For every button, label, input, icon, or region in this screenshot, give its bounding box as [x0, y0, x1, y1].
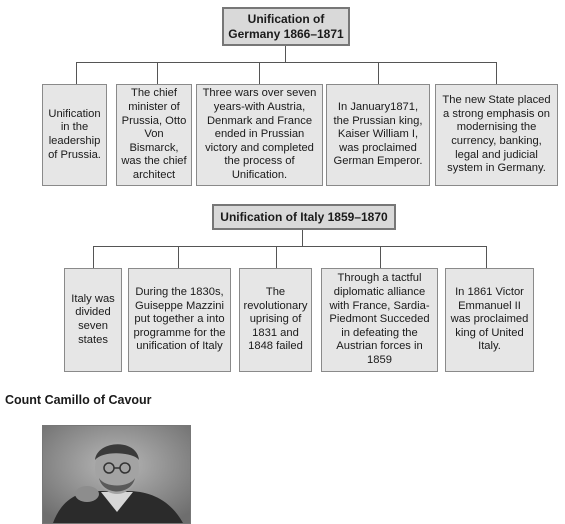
germany-title: Unification of Germany 1866–1871 — [222, 7, 350, 46]
connector-line — [93, 246, 94, 268]
germany-box-4: In January1871, the Prussian king, Kaise… — [326, 84, 430, 186]
connector-line — [486, 246, 487, 268]
italy-box-2: During the 1830s, Guiseppe Mazzini put t… — [128, 268, 231, 372]
italy-box-3: The revolutionary uprising of 1831 and 1… — [239, 268, 312, 372]
connector-line — [259, 62, 260, 84]
germany-box-2: The chief minister of Prussia, Otto Von … — [116, 84, 192, 186]
italy-box-5: In 1861 Victor Emmanuel II was proclaime… — [445, 268, 534, 372]
germany-box-1: Unification in the leadership of Prussia… — [42, 84, 107, 186]
connector-line — [93, 246, 486, 247]
connector-line — [380, 246, 381, 268]
connector-line — [496, 62, 497, 84]
germany-box-5: The new State placed a strong emphasis o… — [435, 84, 558, 186]
portrait-caption: Count Camillo of Cavour — [5, 393, 152, 407]
italy-box-1: Italy was divided seven states — [64, 268, 122, 372]
connector-line — [285, 46, 286, 63]
italy-box-4: Through a tactful diplomatic alliance wi… — [321, 268, 438, 372]
connector-line — [302, 230, 303, 247]
cavour-portrait — [42, 425, 191, 524]
connector-line — [76, 62, 497, 63]
connector-line — [76, 62, 77, 84]
connector-line — [157, 62, 158, 84]
connector-line — [276, 246, 277, 268]
connector-line — [178, 246, 179, 268]
connector-line — [378, 62, 379, 84]
italy-title: Unification of Italy 1859–1870 — [212, 204, 396, 230]
germany-box-3: Three wars over seven years-with Austria… — [196, 84, 323, 186]
